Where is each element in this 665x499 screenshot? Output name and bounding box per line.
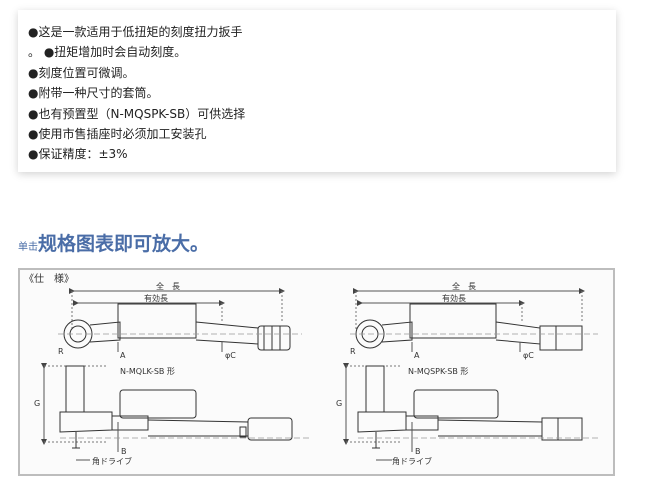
- heading-prefix: 单击: [18, 242, 38, 253]
- feature-line-3: ●刻度位置可微调。: [28, 65, 135, 80]
- feature-line-6: ●使用市售插座时必须加工安装孔: [28, 126, 207, 141]
- spec-label: 《仕 様》: [24, 272, 74, 285]
- left-r-label: R: [58, 347, 64, 356]
- right-model-label: N-MQSPK-SB 形: [408, 367, 468, 376]
- right-b-label: B: [415, 447, 421, 456]
- heading-main[interactable]: 规格图表即可放大。: [38, 233, 210, 255]
- left-c-label: φC: [225, 351, 236, 360]
- right-c-label: φC: [523, 351, 534, 360]
- feature-line-1: ●这是一款适用于低扭矩的刻度扭力扳手: [28, 25, 243, 39]
- right-square-drive: 角ドライブ: [392, 456, 432, 466]
- spec-diagram-svg: 《仕 様》: [24, 272, 598, 466]
- right-r-label: R: [350, 347, 356, 356]
- right-total-length: 全 長: [452, 281, 476, 291]
- left-model-label: N-MQLK-SB 形: [120, 367, 175, 376]
- left-g-label: G: [34, 399, 40, 408]
- feature-line-2: 。 ●扭矩增加时会自动刻度。: [28, 45, 187, 60]
- feature-line-5: ●也有预置型（N-MQSPK-SB）可供选择: [28, 106, 246, 121]
- right-a-label: A: [414, 351, 420, 360]
- spec-diagram[interactable]: 《仕 様》: [18, 268, 615, 476]
- left-square-drive: 角ドライブ: [92, 456, 132, 466]
- left-wrench: [41, 288, 310, 461]
- left-a-label: A: [120, 351, 126, 360]
- left-b-label: B: [121, 447, 127, 456]
- left-total-length: 全 長: [156, 281, 180, 291]
- right-g-label: G: [336, 399, 342, 408]
- left-effective-length: 有効長: [144, 293, 168, 303]
- enlarge-heading[interactable]: 单击规格图表即可放大。: [18, 229, 209, 255]
- right-effective-length: 有効長: [442, 293, 466, 303]
- feature-card: ●这是一款适用于低扭矩的刻度扭力扳手 。 ●扭矩增加时会自动刻度。 ●刻度位置可…: [18, 10, 616, 172]
- feature-line-7: ●保证精度：±3%: [28, 147, 128, 162]
- right-wrench: [343, 288, 598, 461]
- feature-line-4: ●附带一种尺寸的套筒。: [28, 86, 159, 101]
